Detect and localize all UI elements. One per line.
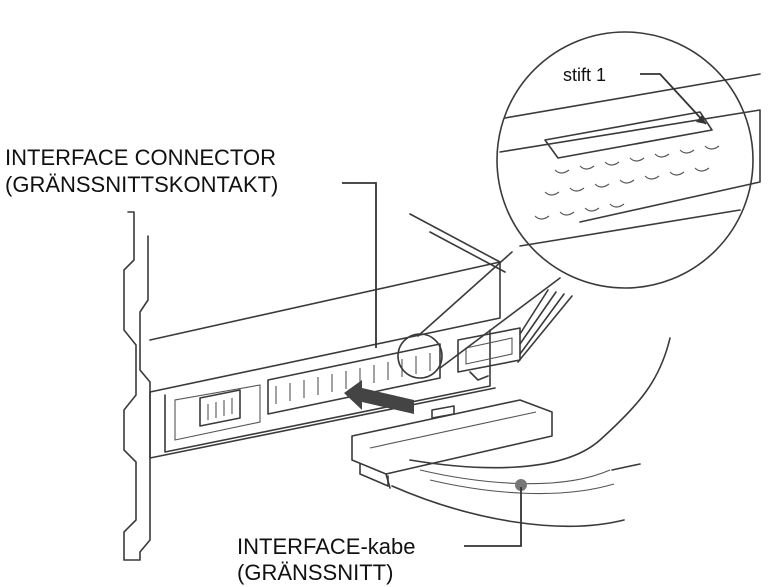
power-connector	[457, 327, 521, 373]
pin1-leader-line	[640, 73, 707, 125]
drive-interface-connector	[267, 343, 441, 415]
interface-cable-label: INTERFACE-kabe	[237, 534, 416, 559]
magnified-detail	[417, 31, 761, 369]
interface-connector-label: INTERFACE CONNECTOR	[5, 145, 276, 170]
connector-leader-line	[342, 182, 377, 348]
interface-cable-sublabel: (GRÄNSSNITT)	[237, 560, 393, 585]
insertion-arrow	[344, 380, 414, 414]
jumper-block	[199, 389, 241, 427]
pin1-highlight-circle	[397, 333, 443, 379]
chassis-bracket	[123, 211, 151, 561]
optical-drive-body	[149, 213, 573, 459]
interface-connector-sublabel: (GRÄNSSNITTSKONTAKT)	[5, 172, 278, 197]
cable-leader-line	[464, 487, 522, 547]
pin1-label: stift 1	[563, 65, 606, 85]
interface-cable	[351, 337, 671, 528]
